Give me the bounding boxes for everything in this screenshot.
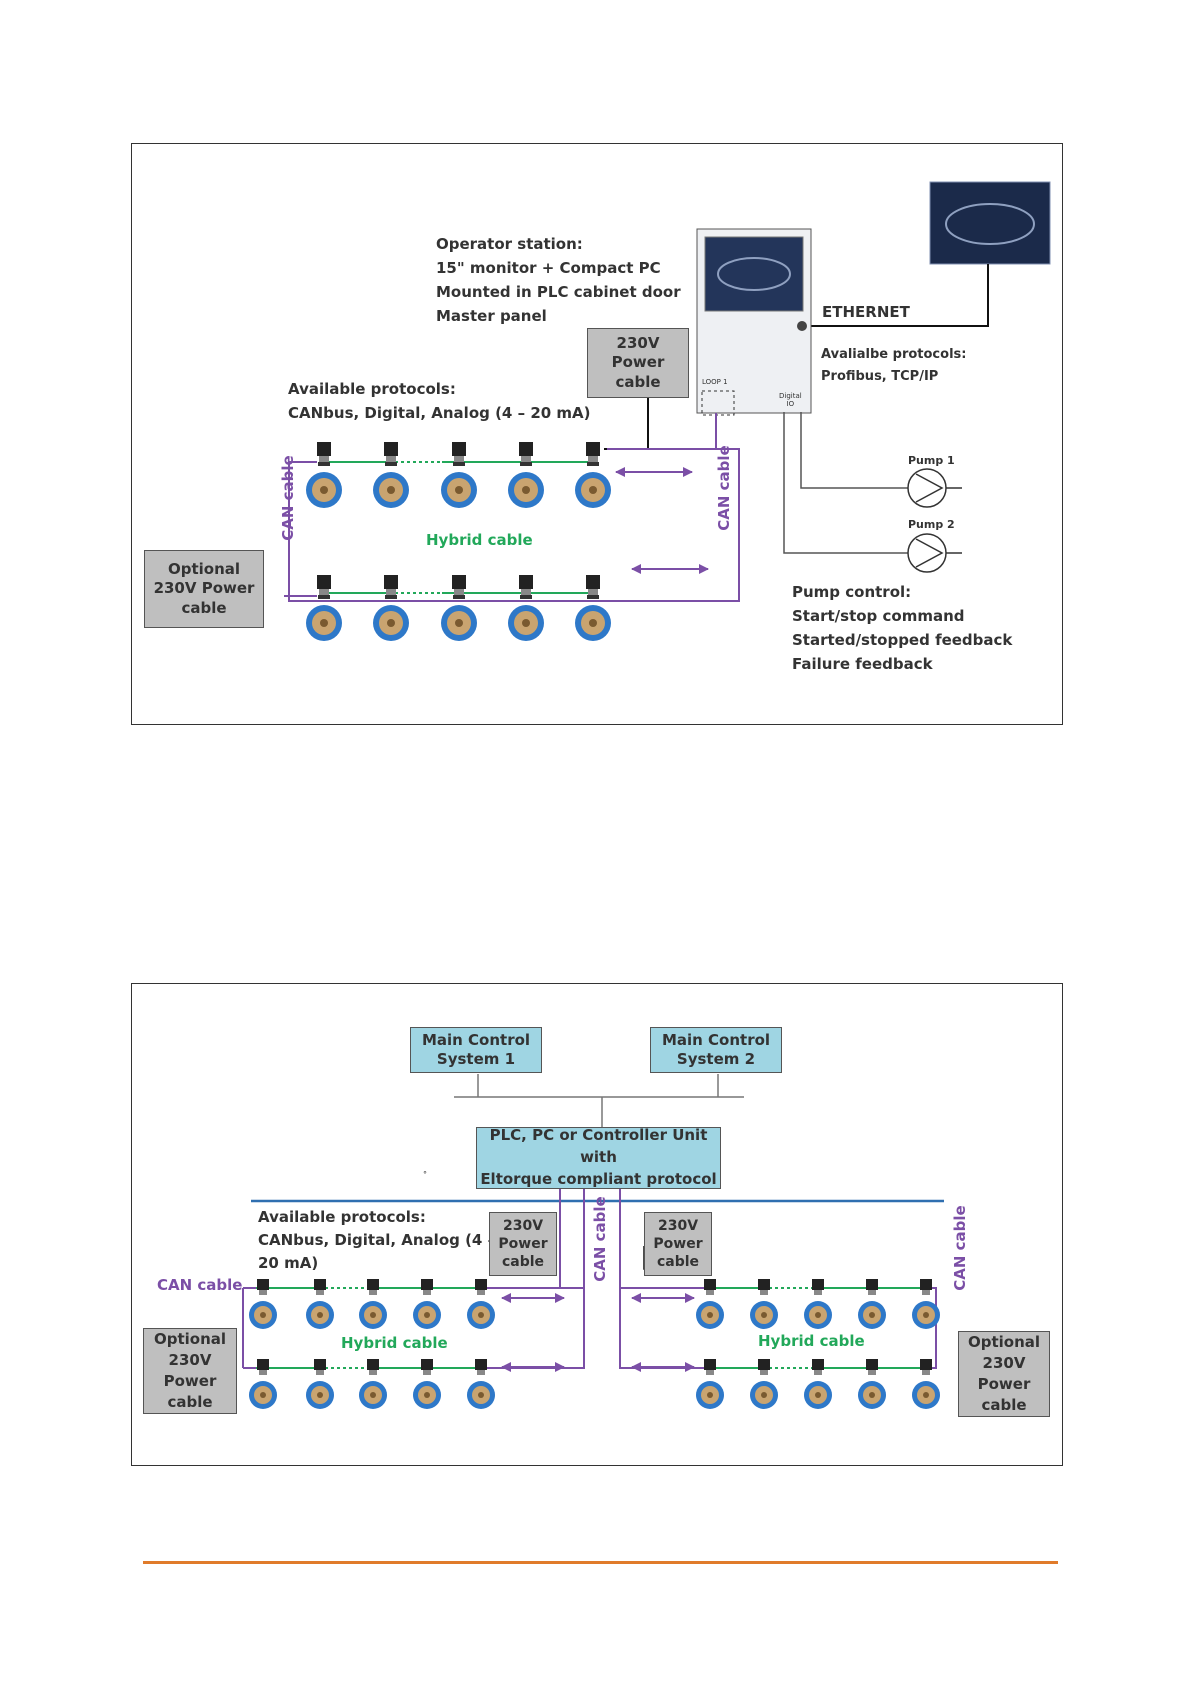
valve-icon xyxy=(373,442,409,508)
valve-icon xyxy=(575,575,611,641)
hybrid-cable-label: Hybrid cable xyxy=(426,531,533,549)
pump-1-label: Pump 1 xyxy=(908,454,955,467)
pump-1-icon xyxy=(907,468,947,508)
valve-icon xyxy=(359,1359,387,1409)
valve-icon xyxy=(696,1359,724,1409)
valve-icon xyxy=(413,1359,441,1409)
valve-icon xyxy=(467,1279,495,1329)
valve-icon xyxy=(306,1279,334,1329)
valve-icon xyxy=(750,1279,778,1329)
power-cable-box: 230V Power cable xyxy=(587,328,689,398)
footer-divider xyxy=(143,1561,1058,1564)
can-cable-left-label: CAN cable xyxy=(157,1276,243,1294)
valve-icon xyxy=(804,1279,832,1329)
hybrid-cable-left-label: Hybrid cable xyxy=(341,1334,448,1352)
ethernet-label: ETHERNET xyxy=(822,303,910,321)
operator-station-label: Operator station: 15" monitor + Compact … xyxy=(436,235,681,325)
valve-icon xyxy=(858,1359,886,1409)
diagram-panel-single-loop: Operator station: 15" monitor + Compact … xyxy=(131,143,1063,725)
valve-icon xyxy=(696,1279,724,1329)
diagram-panel-redundant-system: Main Control System 1 Main Control Syste… xyxy=(131,983,1063,1466)
valve-icon xyxy=(413,1279,441,1329)
can-cable-left-label: CAN cable xyxy=(279,455,297,541)
available-protocols-label: Available protocols: CANbus, Digital, An… xyxy=(258,1208,496,1272)
power-cable-box-right: 230V Power cable xyxy=(644,1212,712,1276)
pump-control-label: Pump control: Start/stop command Started… xyxy=(792,583,1013,673)
hybrid-cable-right-label: Hybrid cable xyxy=(758,1332,865,1350)
valve-icon xyxy=(575,442,611,508)
can-cable-center-label: CAN cable xyxy=(591,1196,609,1282)
valve-icon xyxy=(804,1359,832,1409)
operator-monitor-icon xyxy=(929,181,1051,265)
optional-power-cable-box-left: Optional 230V Power cable xyxy=(143,1328,237,1414)
panel-1-wiring xyxy=(284,181,1051,641)
cabinet-io-label: Digital IO xyxy=(779,392,802,408)
valve-icon xyxy=(858,1279,886,1329)
available-protocols-label: Available protocols: CANbus, Digital, An… xyxy=(288,380,591,422)
can-cable-right-label: CAN cable xyxy=(951,1205,969,1291)
pump-2-icon xyxy=(907,533,947,573)
valve-icon xyxy=(249,1279,277,1329)
controller-unit-box: PLC, PC or Controller Unit with Eltorque… xyxy=(476,1126,721,1189)
valve-icon xyxy=(306,442,342,508)
optional-power-cable-box-right: Optional 230V Power cable xyxy=(958,1331,1050,1417)
valve-icon xyxy=(441,575,477,641)
pump-2-label: Pump 2 xyxy=(908,518,955,531)
valve-icon xyxy=(306,1359,334,1409)
valve-icon xyxy=(249,1359,277,1409)
valve-icon xyxy=(359,1279,387,1329)
power-cable-box-left: 230V Power cable xyxy=(489,1212,557,1276)
valve-icon xyxy=(373,575,409,641)
valve-icon xyxy=(306,575,342,641)
network-protocols-label: Avalialbe protocols: Profibus, TCP/IP xyxy=(821,347,967,384)
cabinet-loop-label: LOOP 1 xyxy=(702,378,728,386)
main-control-system-2-box: Main Control System 2 xyxy=(650,1027,782,1073)
valve-icon xyxy=(467,1359,495,1409)
main-control-system-1-box: Main Control System 1 xyxy=(410,1027,542,1073)
valve-icon xyxy=(508,575,544,641)
small-mark: ° xyxy=(423,1170,427,1179)
valve-icon xyxy=(508,442,544,508)
optional-power-cable-box: Optional 230V Power cable xyxy=(144,550,264,628)
valve-icon xyxy=(750,1359,778,1409)
valve-icon xyxy=(441,442,477,508)
can-cable-right-label: CAN cable xyxy=(715,445,733,531)
